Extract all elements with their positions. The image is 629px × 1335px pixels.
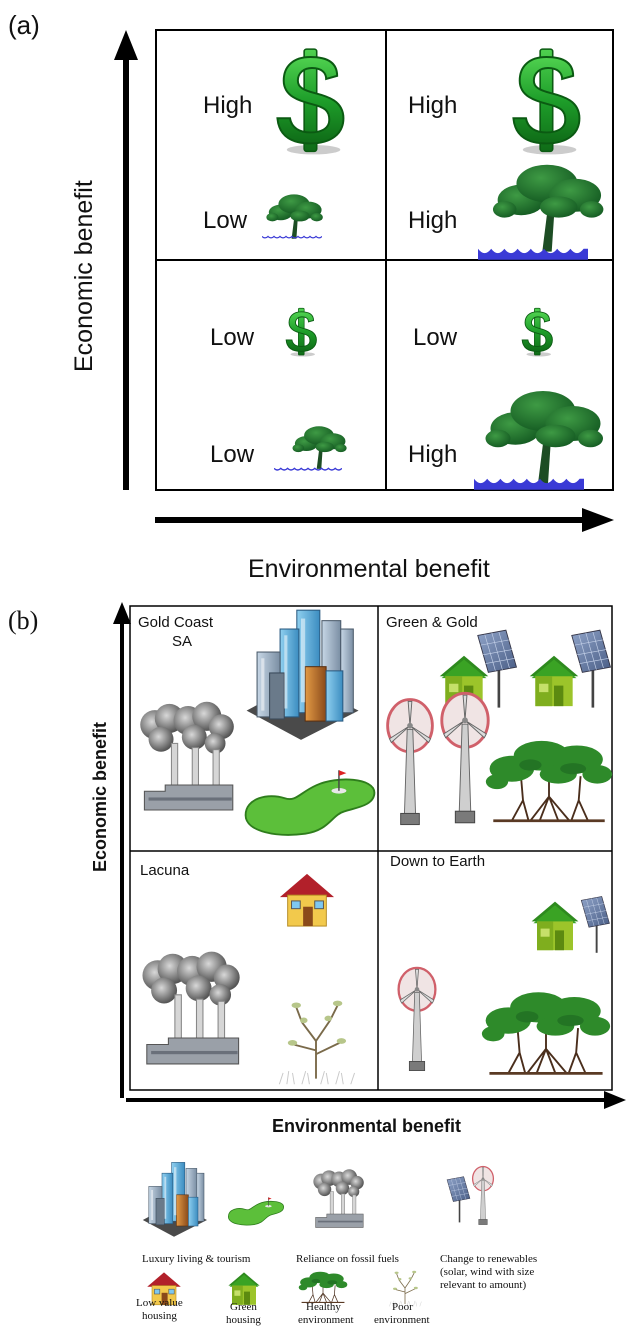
panel-b-label-final: (b) xyxy=(8,606,38,635)
quadrant-tl-environmental-level: Low xyxy=(203,207,248,234)
legend-renewables-line1: Change to renewables xyxy=(440,1253,537,1265)
panel-b-x-axis xyxy=(126,1091,626,1109)
legend-healthy-line2: environment xyxy=(298,1314,354,1326)
legend-healthy-line1: Healthy xyxy=(306,1301,341,1313)
panel-a-label: (a) xyxy=(8,10,40,40)
quadrant-title-down-to-earth: Down to Earth xyxy=(390,853,485,870)
legend-luxury-label: Luxury living & tourism xyxy=(142,1253,251,1265)
quadrant-title-gold-coast-sa: SA xyxy=(172,633,192,650)
quadrant-tr-economic-level: High xyxy=(408,92,457,119)
quadrant-br-environmental-level: High xyxy=(408,441,457,468)
legend-low-value-line1: Low value xyxy=(136,1297,183,1309)
panel-a-y-axis-label: Economic benefit xyxy=(70,180,98,372)
legend-green-line2: housing xyxy=(226,1314,261,1326)
quadrant-tl-economic-level: High xyxy=(203,92,252,119)
quadrant-tr-environmental-level: High xyxy=(408,207,457,234)
panel-b-y-axis xyxy=(113,602,131,1098)
quadrant-title-gold-coast: Gold Coast xyxy=(138,614,214,631)
panel-a-x-axis-label: Environmental benefit xyxy=(248,555,490,583)
legend-poor-line2: environment xyxy=(374,1314,430,1326)
quadrant-br-economic-level: Low xyxy=(413,324,458,351)
quadrant-title-green-gold: Green & Gold xyxy=(386,614,478,631)
quadrant-bl-environmental-level: Low xyxy=(210,441,255,468)
quadrant-title-lacuna: Lacuna xyxy=(140,862,190,879)
legend: Luxury living & tourism Reliance on foss… xyxy=(136,1162,537,1326)
legend-poor-line1: Poor xyxy=(392,1301,413,1313)
legend-fossil-label: Reliance on fossil fuels xyxy=(296,1253,399,1265)
panel-b-quadrant-frame xyxy=(129,605,613,1091)
legend-renewables-line2: (solar, wind with size xyxy=(440,1266,534,1278)
panel-a-grid xyxy=(155,29,614,491)
panel-b-y-axis-title: Economic benefit xyxy=(90,722,110,872)
legend-renewables-line3: relevant to amount) xyxy=(440,1279,526,1291)
panel-b-x-axis-title: Environmental benefit xyxy=(272,1116,461,1136)
panel-a-x-axis-arrow xyxy=(155,508,614,532)
legend-low-value-line2: housing xyxy=(142,1310,177,1322)
legend-green-line1: Green xyxy=(230,1301,257,1313)
quadrant-bl-economic-level: Low xyxy=(210,324,255,351)
panel-a-y-axis-arrow xyxy=(114,30,138,490)
